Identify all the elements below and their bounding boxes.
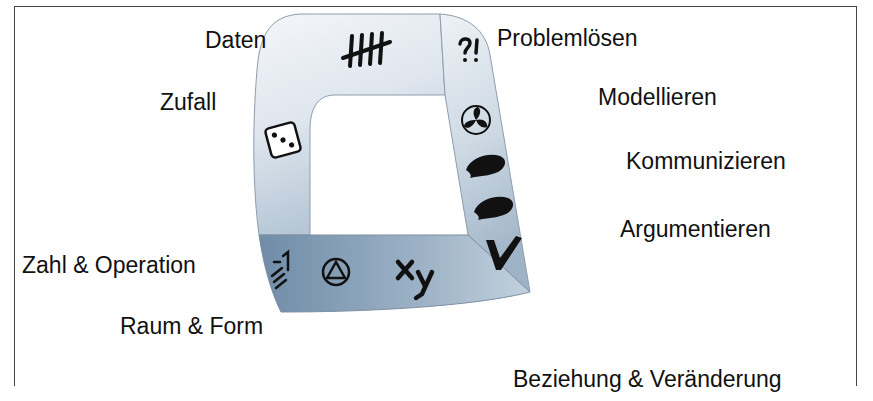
number-icon <box>272 252 288 288</box>
model-icon <box>462 106 490 134</box>
frame <box>14 6 857 386</box>
category-label: Argumentieren <box>620 216 771 242</box>
shape-icon <box>323 259 349 285</box>
speech-bubble-icon <box>466 155 505 178</box>
category-label: Daten <box>205 27 266 53</box>
band-face-top-left <box>254 14 445 235</box>
band-face-bottom <box>259 235 530 312</box>
category-label: Zufall <box>160 89 216 115</box>
category-label: Problemlösen <box>497 25 638 51</box>
question-exclamation-icon <box>460 39 478 62</box>
category-label: Zahl & Operation <box>22 252 196 278</box>
dice-icon <box>265 122 302 159</box>
category-label: Kommunizieren <box>626 148 786 174</box>
xy-icon <box>398 262 432 298</box>
category-label: Beziehung & Veränderung <box>513 366 782 392</box>
category-label: Raum & Form <box>120 313 263 339</box>
speech-bubble-icon <box>474 197 513 220</box>
check-icon <box>486 236 522 270</box>
category-label: Modellieren <box>598 84 717 110</box>
tally-icon <box>343 33 390 66</box>
